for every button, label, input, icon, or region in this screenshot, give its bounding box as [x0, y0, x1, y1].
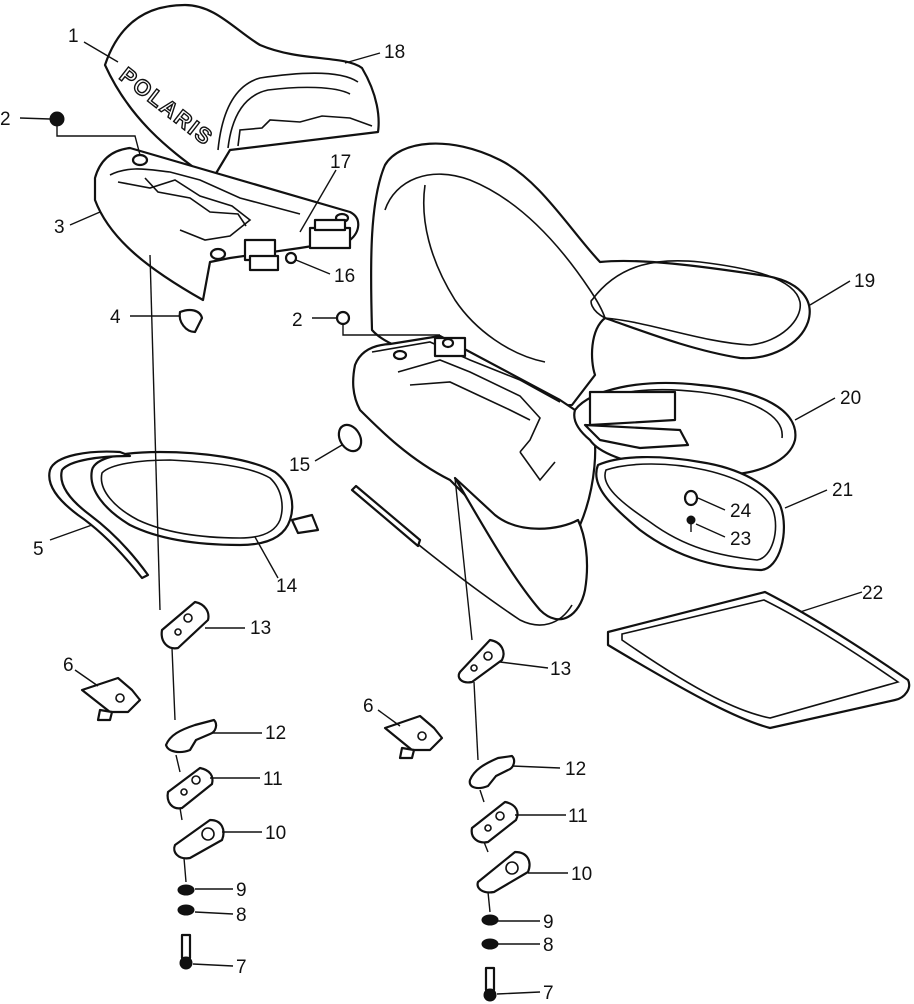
callout-24: 24 [730, 501, 752, 522]
callout-labels: 1 18 2 3 17 16 4 2 19 20 15 21 24 23 5 1… [0, 26, 883, 1004]
callout-7: 7 [543, 983, 554, 1004]
callout-10: 10 [265, 823, 286, 844]
callout-23: 23 [730, 529, 751, 550]
rear-seat-cover: POLARIS [103, 3, 380, 177]
callout-11: 11 [568, 806, 588, 827]
callout-20: 20 [840, 388, 861, 409]
callout-2: 2 [0, 109, 11, 130]
main-seat-base [352, 334, 597, 539]
nut-2-center [335, 310, 351, 326]
callout-9: 9 [236, 880, 247, 901]
screw-23 [686, 515, 696, 532]
seal-14 [90, 450, 320, 547]
callout-8: 8 [236, 905, 247, 926]
callout-13: 13 [250, 618, 271, 639]
seal-21 [595, 455, 785, 572]
callout-6: 6 [63, 655, 74, 676]
tray-22 [606, 590, 911, 730]
leader-lines [19, 41, 863, 995]
fastener-16 [284, 251, 298, 265]
right-latch-stack [454, 477, 531, 1002]
seal-strip-5 [48, 450, 150, 580]
washer-24 [683, 489, 699, 507]
callout-14: 14 [276, 576, 298, 597]
callout-5: 5 [33, 539, 44, 560]
callout-22: 22 [862, 583, 883, 604]
callout-9: 9 [543, 912, 554, 933]
callout-3: 3 [54, 217, 65, 238]
bracket-6-right [383, 714, 444, 760]
callout-7: 7 [236, 957, 247, 978]
callout-2: 2 [292, 310, 303, 331]
callout-21: 21 [832, 480, 853, 501]
callout-6: 6 [363, 696, 374, 717]
nut-2-left [49, 111, 65, 127]
callout-10: 10 [571, 864, 592, 885]
left-latch-stack [149, 254, 225, 970]
callout-18: 18 [384, 42, 405, 63]
callout-4: 4 [110, 307, 121, 328]
bumper-4 [178, 308, 204, 334]
rear-seat-base [93, 146, 360, 302]
main-seat-pan [573, 381, 797, 477]
callout-17: 17 [330, 152, 351, 173]
main-seat-cover [369, 142, 811, 407]
callout-13: 13 [550, 659, 571, 680]
callout-12: 12 [565, 759, 586, 780]
callout-19: 19 [854, 271, 875, 292]
callout-8: 8 [543, 935, 554, 956]
strip-under-15 [350, 484, 422, 548]
callout-12: 12 [265, 723, 286, 744]
callout-15: 15 [289, 455, 310, 476]
callout-11: 11 [263, 769, 283, 790]
bracket-6-left [80, 676, 142, 722]
callout-16: 16 [334, 266, 355, 287]
plug-15 [337, 423, 363, 453]
callout-1: 1 [68, 26, 79, 47]
